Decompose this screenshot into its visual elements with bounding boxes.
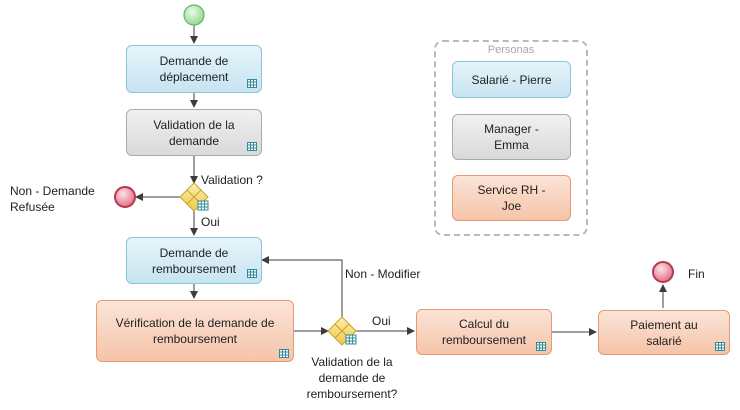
table-icon (536, 342, 546, 351)
task-demande-remboursement[interactable]: Demande de remboursement (126, 237, 262, 284)
task-label: Paiement au salarié (630, 317, 698, 348)
task-verification-demande[interactable]: Vérification de la demande de remboursem… (96, 300, 294, 362)
table-icon (247, 269, 257, 278)
gateway-validation (179, 182, 209, 212)
persona-service-rh: Service RH - Joe (452, 175, 571, 221)
task-paiement-salarie[interactable]: Paiement au salarié (598, 310, 730, 355)
personas-legend (434, 40, 588, 236)
personas-title: Personas (487, 44, 535, 56)
task-label: Vérification de la demande de remboursem… (115, 316, 275, 346)
persona-salarie: Salarié - Pierre (452, 61, 571, 98)
gateway-validation-remboursement (327, 316, 357, 346)
gateway-table-icon (197, 200, 209, 211)
task-label: Validation de la demande (153, 117, 235, 148)
table-icon (279, 349, 289, 358)
task-label: Demande de déplacement (159, 54, 229, 84)
flow-label-oui-2: Oui (372, 314, 391, 328)
table-icon (247, 79, 257, 88)
flow-label-non-modifier: Non - Modifier (345, 267, 421, 281)
flow-edges (135, 25, 667, 336)
task-demande-deplacement[interactable]: Demande de déplacement (126, 45, 262, 93)
persona-label: Manager - Emma (484, 122, 539, 152)
flow-label-non-refusee: Non - Demande Refusée (10, 184, 95, 214)
task-validation-demande[interactable]: Validation de la demande (126, 109, 262, 156)
end-label-fin: Fin (688, 267, 705, 281)
task-calcul-remboursement[interactable]: Calcul du remboursement (416, 309, 552, 355)
gateway-label-validation-remboursement: Validation de la demande de remboursemen… (306, 355, 398, 401)
persona-label: Service RH - Joe (477, 183, 546, 213)
end-event-refused (114, 186, 136, 208)
end-event-fin (652, 261, 674, 283)
table-icon (715, 342, 725, 351)
persona-manager: Manager - Emma (452, 114, 571, 160)
task-label: Demande de remboursement (151, 245, 237, 276)
gateway-label-validation: Validation ? (201, 173, 263, 187)
persona-label: Salarié - Pierre (471, 72, 552, 87)
start-event (183, 4, 205, 26)
gateway-table-icon (345, 334, 357, 345)
table-icon (247, 142, 257, 151)
task-label: Calcul du remboursement (441, 317, 527, 347)
edge-gateway2-modifier-loop (261, 256, 343, 317)
flow-label-oui-1: Oui (201, 215, 220, 229)
